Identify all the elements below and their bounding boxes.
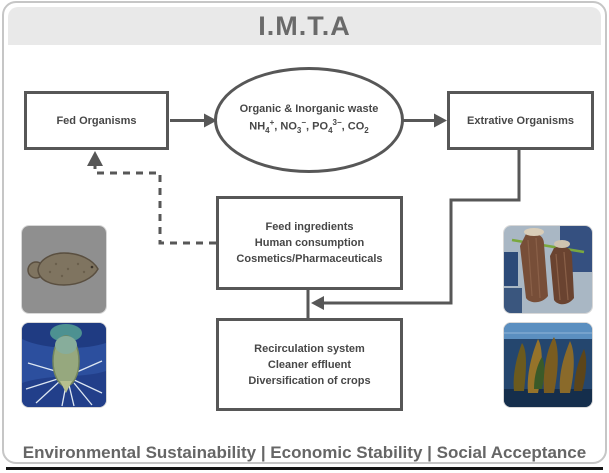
formula-nh-sub: 4	[265, 125, 270, 135]
formula-no-sup: −	[301, 118, 307, 128]
formula-sep3: ,	[341, 120, 348, 133]
arrowhead-to-extractive	[434, 113, 447, 128]
seaweed-ropes-photo	[504, 226, 592, 313]
benefits-box: Recirculation system Cleaner effluent Di…	[216, 318, 403, 411]
bottom-edge-line	[6, 467, 603, 470]
waste-title: Organic & Inorganic waste	[239, 103, 379, 116]
formula-no: NO	[280, 120, 297, 133]
waste-formula: NH4+, NO3−, PO43−, CO2	[249, 116, 368, 138]
formula-nh: NH	[249, 120, 266, 133]
formula-co: CO	[347, 120, 365, 133]
benefits-line-3: Diversification of crops	[248, 374, 371, 387]
figure-card: I.M.T.A Fed Organisms Organic & Inor	[2, 1, 607, 464]
waste-ellipse: Organic & Inorganic waste NH4+, NO3−, PO…	[214, 67, 404, 173]
products-line-2: Human consumption	[254, 237, 365, 249]
products-line-3: Cosmetics/Pharmaceuticals	[236, 253, 383, 265]
formula-po-sup: 3−	[332, 118, 342, 128]
arrowhead-to-fed	[87, 151, 103, 166]
products-line-1: Feed ingredients	[265, 221, 354, 233]
kelp-photo	[504, 323, 592, 407]
formula-no-sub: 3	[296, 125, 302, 135]
flatfish-photo	[22, 226, 106, 313]
formula-nh-sup: +	[269, 118, 275, 128]
formula-co-sub: 2	[364, 125, 369, 135]
formula-sep1: ,	[274, 120, 281, 133]
dashed-feedback-line	[93, 164, 216, 245]
benefits-line-1: Recirculation system	[254, 342, 365, 355]
fed-organisms-label: Fed Organisms	[56, 114, 137, 127]
formula-sep2: ,	[306, 120, 313, 133]
benefits-line-2: Cleaner effluent	[267, 358, 352, 371]
fed-organisms-box: Fed Organisms	[24, 91, 169, 150]
extractive-organisms-box: Extrative Organisms	[447, 91, 594, 150]
figure-title: I.M.T.A	[258, 11, 351, 41]
figure-header: I.M.T.A	[8, 7, 601, 45]
arrowhead-to-connector	[311, 296, 324, 310]
extractive-organisms-label: Extrative Organisms	[467, 114, 574, 127]
formula-po-sub: 4	[328, 125, 333, 135]
products-box: Feed ingredients Human consumption Cosme…	[216, 196, 403, 290]
formula-po: PO	[312, 120, 329, 133]
shrimp-photo	[22, 323, 106, 407]
footer-caption: Environmental Sustainability | Economic …	[22, 443, 587, 462]
